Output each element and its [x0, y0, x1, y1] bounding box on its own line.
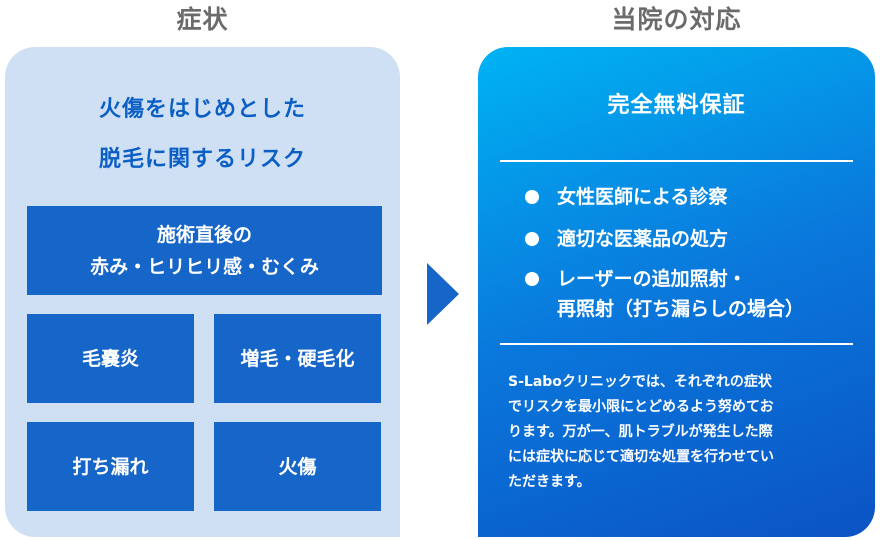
symptom-box-folliculitis-label: 毛嚢炎	[81, 347, 139, 370]
symptom-box-burn: 火傷	[214, 422, 381, 511]
feature-item-reirradiation-label: レーザーの追加照射・ 再照射（打ち漏らしの場合）	[557, 264, 804, 324]
symptom-box-redness: 施術直後の 赤み・ヒリヒリ感・むくみ	[27, 206, 382, 295]
description-line: には症状に応じて適切な処置を行わせてい	[508, 449, 774, 465]
feature-item-doctor-label: 女性医師による診察	[557, 186, 728, 208]
symptoms-panel: 火傷をはじめとした 脱毛に関するリスク 施術直後の 赤み・ヒリヒリ感・むくみ 毛…	[5, 47, 400, 537]
divider-bottom	[500, 343, 853, 345]
filled-circle-icon	[525, 232, 539, 246]
feature-item-medicine-label: 適切な医薬品の処方	[557, 228, 729, 250]
guarantee-title: 完全無料保証	[607, 93, 746, 118]
symptom-box-hair-increase: 増毛・硬毛化	[214, 314, 381, 403]
triangle-right-icon	[427, 263, 459, 325]
risk-lead-line-2: 脱毛に関するリスク	[98, 147, 306, 172]
filled-circle-icon	[525, 272, 539, 286]
divider-top	[500, 160, 853, 162]
symptom-box-missed-spots: 打ち漏れ	[27, 422, 194, 511]
risk-lead-line-1: 火傷をはじめとした	[98, 97, 306, 122]
description-line: ります。万が一、肌トラブルが発生した際	[508, 424, 773, 440]
clinic-response-panel: 完全無料保証 女性医師による診察 適切な医薬品の処方 レーザーの追加照射・ 再照…	[478, 47, 875, 537]
symptom-box-missed-spots-label: 打ち漏れ	[72, 455, 149, 478]
symptoms-heading: 症状	[176, 5, 229, 34]
symptom-box-burn-label: 火傷	[278, 455, 317, 478]
description-line: ただきます。	[508, 474, 591, 490]
feature-item-reirradiation-line-1: レーザーの追加照射・	[557, 268, 747, 290]
description-line: でリスクを最小限にとどめるよう努めてお	[508, 399, 774, 415]
clinic-description: S-Laboクリニックでは、それぞれの症状 でリスクを最小限にとどめるよう努めて…	[508, 370, 853, 495]
clinic-response-heading: 当院の対応	[611, 5, 742, 34]
symptom-box-redness-line-1: 施術直後の	[156, 223, 252, 246]
feature-item-reirradiation-line-2: 再照射（打ち漏らしの場合）	[557, 298, 805, 320]
symptom-box-hair-increase-label: 増毛・硬毛化	[240, 347, 355, 370]
description-line: S-Laboクリニックでは、それぞれの症状	[508, 374, 772, 390]
symptom-box-redness-line-2: 赤み・ヒリヒリ感・むくみ	[90, 255, 319, 278]
symptom-box-folliculitis: 毛嚢炎	[27, 314, 194, 403]
filled-circle-icon	[525, 190, 539, 204]
